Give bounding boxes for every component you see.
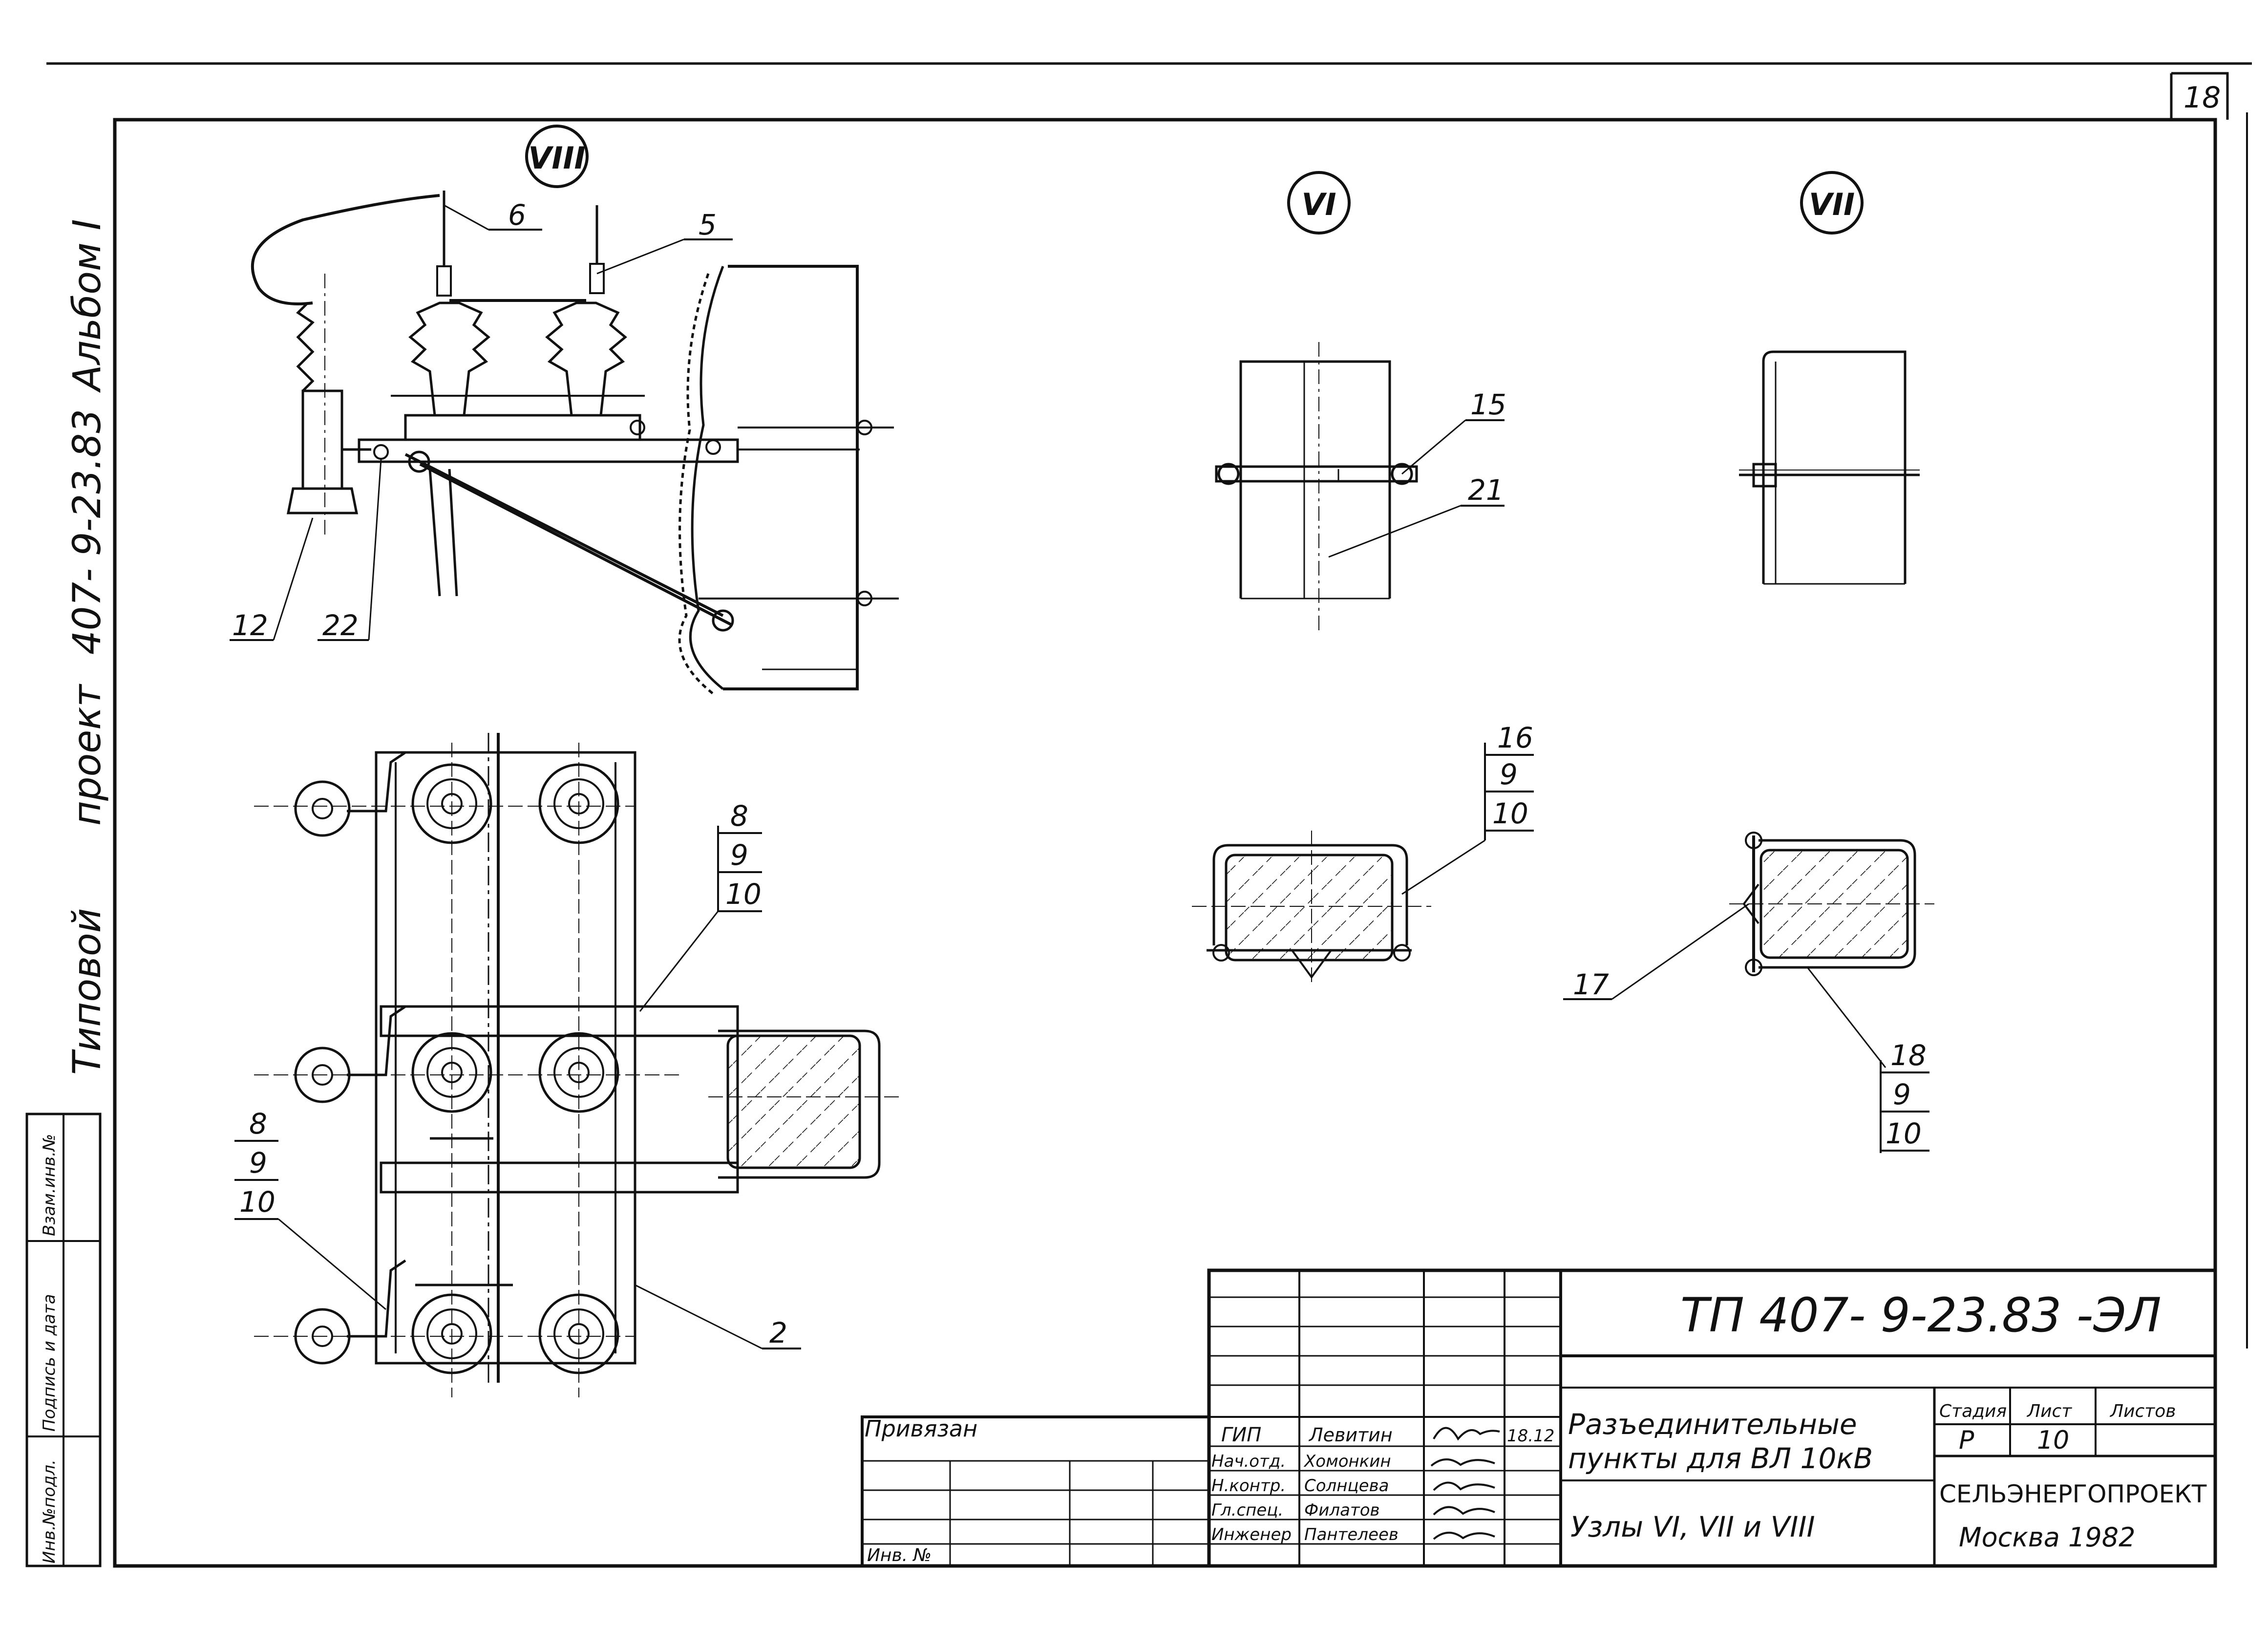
node-viii-plan-view <box>254 733 899 1397</box>
project-code: ТП 407- 9-23.83 -ЭЛ <box>1680 1288 2162 1343</box>
callout-6: 6 <box>508 198 526 232</box>
signature-2 <box>1430 1458 1495 1467</box>
stage-header: Стадия <box>1939 1401 2007 1421</box>
node-viii-side-callouts: 6 5 12 22 <box>230 198 733 642</box>
city-year: Москва 1982 <box>1959 1522 2135 1553</box>
sheet-number-box <box>2170 72 2229 120</box>
node-vii-section: 17 18 9 10 <box>1563 832 1934 1153</box>
privyazan-label: Привязан <box>865 1415 977 1442</box>
callout-5: 5 <box>699 208 717 241</box>
node-vi-callouts: 15 21 <box>1328 388 1506 558</box>
stage-value: Р <box>1959 1426 1974 1455</box>
callout-18: 18 <box>1890 1039 1927 1072</box>
node-vii-marker <box>1800 171 1864 235</box>
side-cell-replace: Взам.инв.№ <box>40 1134 59 1236</box>
side-cell-sign: Подпись и дата <box>40 1294 59 1432</box>
callout-10c: 10 <box>239 1185 276 1219</box>
callout-2: 2 <box>769 1316 787 1349</box>
name-khomonkin: Хомонкин <box>1303 1452 1391 1471</box>
callout-8b: 8 <box>249 1107 267 1140</box>
sheets-header: Листов <box>2109 1401 2176 1421</box>
callout-9b: 9 <box>730 838 748 872</box>
node-viii-marker <box>525 125 589 188</box>
role-nach-otd: Нач.отд. <box>1211 1452 1286 1471</box>
callout-9a: 9 <box>1500 758 1518 791</box>
inv-number-label: Инв. № <box>867 1545 932 1565</box>
callout-9c: 9 <box>249 1146 267 1179</box>
signature-4 <box>1433 1506 1495 1516</box>
node-viii-plan-callouts: 8 9 10 8 9 10 2 <box>234 799 801 1349</box>
role-gip: ГИП <box>1221 1424 1261 1446</box>
sheet-header: Лист <box>2026 1401 2072 1421</box>
node-vii-view: VII <box>1739 171 1920 585</box>
title-block: ТП 407- 9-23.83 -ЭЛ Привязан Инв. № ГИП … <box>865 1288 2207 1565</box>
callout-17: 17 <box>1573 968 1609 1001</box>
sheet-number: 18 <box>2183 81 2221 115</box>
role-inzhener: Инженер <box>1211 1525 1292 1544</box>
node-vii-label: VII <box>1809 187 1855 222</box>
node-vi-label: VI <box>1301 187 1336 222</box>
side-stamp-project-code: 407- 9-23.83 <box>65 409 109 655</box>
title-line-1: Разъединительные <box>1568 1408 1857 1441</box>
side-stamp-album: Альбом I <box>65 219 109 393</box>
drawing-frame <box>113 118 2217 1568</box>
date-value: 18.12 <box>1507 1426 1554 1446</box>
name-filatov: Филатов <box>1304 1500 1380 1520</box>
role-gl-spec: Гл.спец. <box>1211 1500 1283 1520</box>
node-viii-side-view: VIII <box>251 125 899 695</box>
signature-3 <box>1433 1481 1495 1491</box>
side-stamp-word-2: проект <box>65 684 109 826</box>
callout-9d: 9 <box>1893 1078 1911 1111</box>
sheet-value: 10 <box>2037 1426 2069 1455</box>
node-vi-view: VI <box>1215 171 1418 630</box>
callout-10a: 10 <box>1492 797 1528 830</box>
org-name: СЕЛЬЭНЕРГОПРОЕКТ <box>1939 1480 2207 1508</box>
callout-22: 22 <box>322 609 359 642</box>
title-line-2: пункты для ВЛ 10кВ <box>1568 1442 1873 1475</box>
node-vi-section: 16 9 10 <box>1192 721 1534 987</box>
title-line-3: Узлы VI, VII и VIII <box>1570 1510 1815 1543</box>
signature-5 <box>1433 1532 1495 1540</box>
callout-10d: 10 <box>1886 1117 1922 1150</box>
callout-21: 21 <box>1468 473 1504 507</box>
name-solntseva: Солнцева <box>1304 1476 1389 1496</box>
callout-12: 12 <box>232 609 268 642</box>
callout-10b: 10 <box>725 878 762 911</box>
name-levitin: Левитин <box>1308 1424 1393 1446</box>
callout-15: 15 <box>1470 388 1506 421</box>
side-approval-cells: Инв.№подл. Подпись и дата Взам.инв.№ <box>25 1113 102 1567</box>
callout-8a: 8 <box>730 799 748 833</box>
side-cell-inv: Инв.№подл. <box>40 1459 59 1563</box>
side-stamp-word-1: Типовой <box>65 908 109 1075</box>
name-panteleev: Пантелеев <box>1304 1525 1399 1544</box>
side-stamp: Типовой проект 407- 9-23.83 Альбом I <box>65 219 109 1075</box>
signature-1 <box>1433 1427 1500 1441</box>
title-block-grid <box>861 1268 2217 1568</box>
role-n-kontr: Н.контр. <box>1211 1476 1286 1496</box>
node-vi-marker <box>1287 171 1351 235</box>
callout-16: 16 <box>1497 721 1533 754</box>
node-viii-label: VIII <box>528 140 585 176</box>
